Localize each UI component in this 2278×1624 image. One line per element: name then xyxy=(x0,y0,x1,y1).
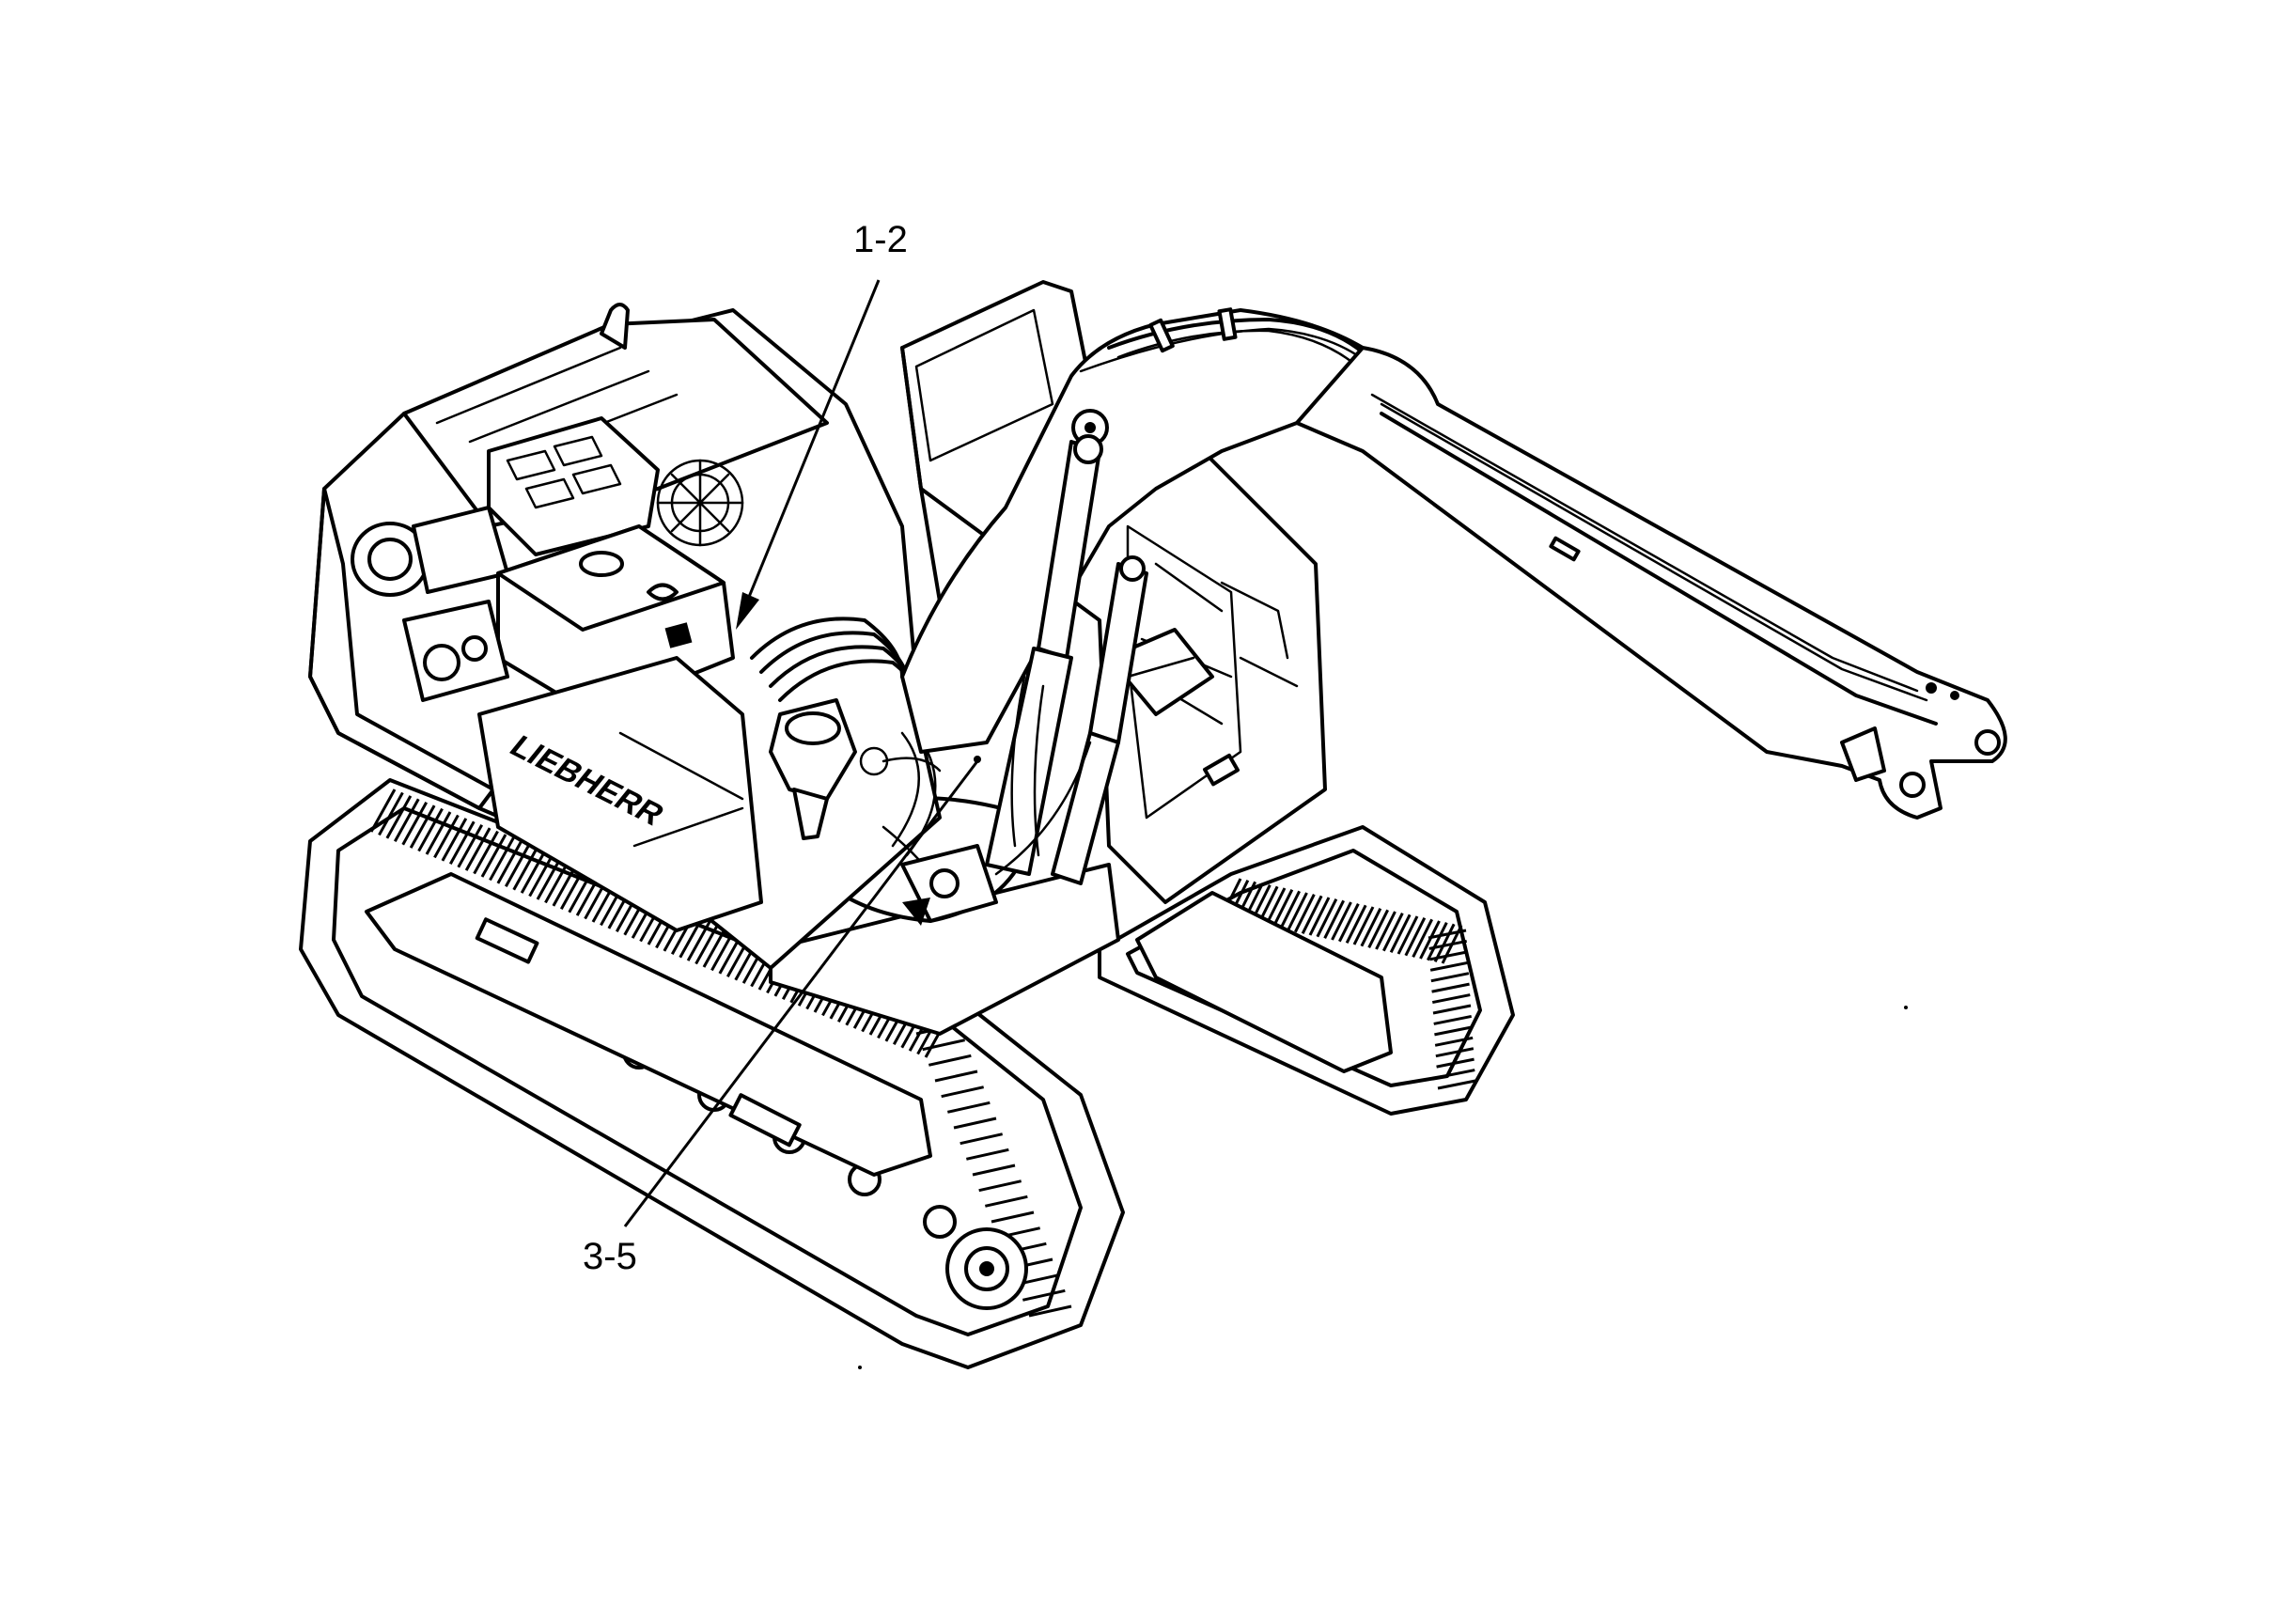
upper-structure: LIEBHERR xyxy=(308,303,942,970)
callout-1-2: 1-2 xyxy=(853,219,908,260)
callout-leaders xyxy=(623,279,981,1227)
left-track xyxy=(299,778,1125,1369)
leader-line-1-2 xyxy=(745,279,881,602)
engine-block xyxy=(487,416,744,556)
callout-3-5: 3-5 xyxy=(583,1236,637,1277)
air-filter xyxy=(351,506,509,597)
leader-arrowhead-1-2 xyxy=(736,592,759,630)
right-track xyxy=(1098,825,1515,1116)
left-sprocket xyxy=(945,1227,1028,1310)
pump-assembly xyxy=(402,600,509,702)
swing-motor xyxy=(769,698,942,840)
leader-line-3-5 xyxy=(623,760,979,1227)
boom-cylinders xyxy=(900,434,1148,926)
stick-arm xyxy=(1295,346,2007,820)
